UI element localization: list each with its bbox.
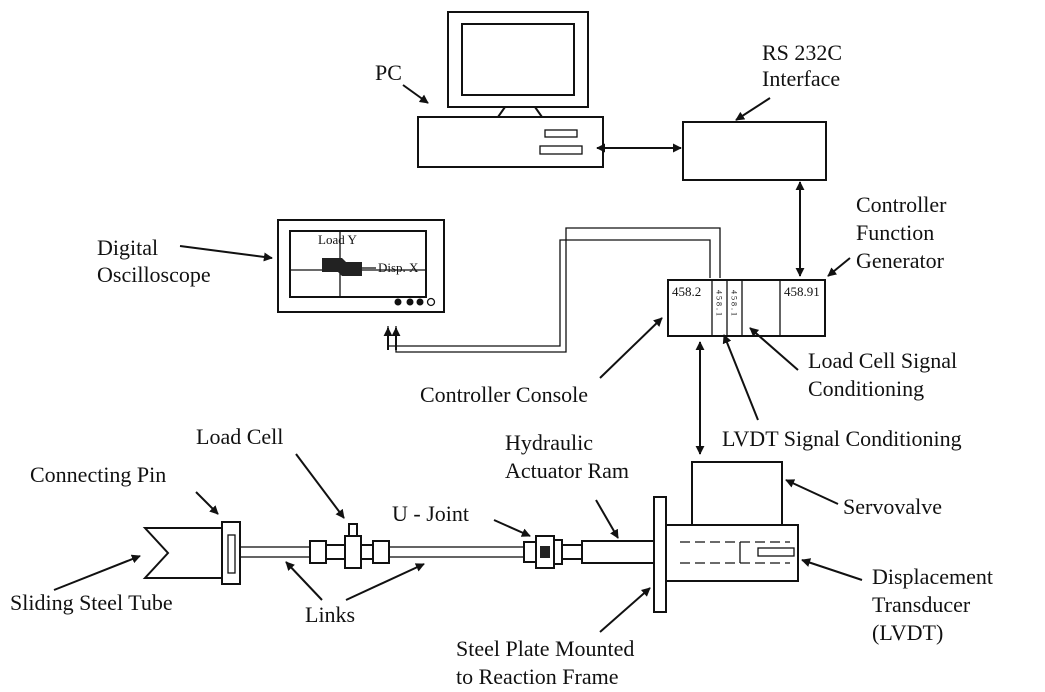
rs232-label-line2: Interface (762, 66, 840, 91)
steel-plate-label-line1: Steel Plate Mounted (456, 636, 634, 661)
module-mini-a: 4 5 8 . 1 (715, 290, 724, 316)
load-cell-nut (372, 540, 390, 564)
pc (417, 11, 604, 168)
lvdt (757, 547, 795, 557)
sliding-tube-arrow (53, 554, 141, 591)
lvdt-signal-label: LVDT Signal Conditioning (722, 426, 962, 451)
oscilloscope-trace (322, 258, 362, 276)
steel-plate-arrow (599, 587, 651, 633)
module-mini-b: 4 5 8 . 1 (730, 290, 739, 316)
lvdt-signal-arrow (722, 334, 759, 421)
controller-fg-label-line3: Generator (856, 248, 945, 273)
u-joint-arrow (493, 519, 531, 537)
u-joint-shaft (561, 544, 583, 560)
displacement-label-line1: Displacement (872, 564, 993, 589)
load-cell-arrow (295, 453, 345, 519)
scope-knob (406, 298, 414, 306)
pc-arrow (402, 84, 429, 104)
oscilloscope-label-line1: Digital (97, 235, 158, 260)
sliding-tube-label: Sliding Steel Tube (10, 590, 173, 615)
servovalve-arrow (785, 479, 839, 505)
load-cell-connector (348, 523, 358, 537)
servovalve (691, 461, 783, 526)
steel-plate-label-line2: to Reaction Frame (456, 664, 619, 689)
load-cell-body (344, 535, 362, 569)
scope-knob (426, 297, 436, 307)
sliding-steel-tube (142, 527, 231, 579)
hydraulic-arrow (595, 499, 619, 539)
load-cell-signal-arrow (749, 327, 799, 371)
pc-monitor-screen (461, 23, 575, 96)
displacement-arrow (801, 558, 863, 581)
module-458-2: 458.2 (672, 284, 701, 299)
connecting-pin-detail (227, 534, 236, 574)
pc-drive-bay (544, 129, 578, 138)
module-458-91: 458.91 (784, 284, 820, 299)
rs232-label-line1: RS 232C (762, 40, 842, 65)
load-cell-nut (309, 540, 327, 564)
controller-console: 458.2 458.91 4 5 8 . 1 4 5 8 . 1 (667, 279, 826, 337)
controller-fg-arrow (827, 257, 851, 277)
load-cell-label: Load Cell (196, 424, 283, 449)
controller-fg-label-line1: Controller (856, 192, 947, 217)
connecting-pin (221, 521, 241, 585)
link (239, 546, 311, 558)
load-cell-collar (360, 544, 374, 560)
hydraulic-label-line1: Hydraulic (505, 430, 593, 455)
steel-plate (653, 496, 667, 613)
load-cell-collar (325, 544, 347, 560)
connecting-pin-label: Connecting Pin (30, 462, 166, 487)
hydraulic-actuator-ram (581, 540, 655, 564)
links-arrow-right (345, 563, 425, 601)
controller-fg-label-line2: Function (856, 220, 934, 245)
oscilloscope-arrow (179, 245, 273, 262)
actuator-cylinder (665, 524, 799, 582)
rs232-interface-box (682, 121, 827, 181)
test-rig (142, 461, 799, 613)
link (388, 546, 525, 558)
u-joint-label: U - Joint (392, 501, 469, 526)
pc-drive-bay (539, 145, 583, 155)
disp-x-label: Disp. X (378, 260, 419, 275)
controller-console-label: Controller Console (420, 382, 588, 407)
controller-console-box (667, 279, 826, 337)
links-arrow-left (285, 561, 323, 601)
digital-oscilloscope (277, 219, 445, 313)
u-joint-yoke (523, 541, 537, 563)
links-label: Links (305, 602, 355, 627)
servovalve-label: Servovalve (843, 494, 942, 519)
pc-case (417, 116, 604, 168)
pc-monitor-stand (496, 106, 544, 118)
hydraulic-label-line2: Actuator Ram (505, 458, 629, 483)
load-cell-signal-label-line2: Conditioning (808, 376, 924, 401)
displacement-label-line3: (LVDT) (872, 620, 943, 645)
displacement-label-line2: Transducer (872, 592, 971, 617)
load-cell-signal-label-line1: Load Cell Signal (808, 348, 957, 373)
scope-knob (394, 298, 402, 306)
connecting-pin-arrow (195, 491, 219, 515)
pc-label: PC (375, 60, 402, 85)
rs232-arrow (735, 97, 771, 121)
u-joint-center (540, 546, 550, 558)
scope-knob (416, 298, 424, 306)
controller-console-arrow (599, 317, 663, 379)
load-y-label: Load Y (318, 232, 357, 247)
u-joint-yoke (553, 539, 563, 565)
oscilloscope-label-line2: Oscilloscope (97, 262, 211, 287)
